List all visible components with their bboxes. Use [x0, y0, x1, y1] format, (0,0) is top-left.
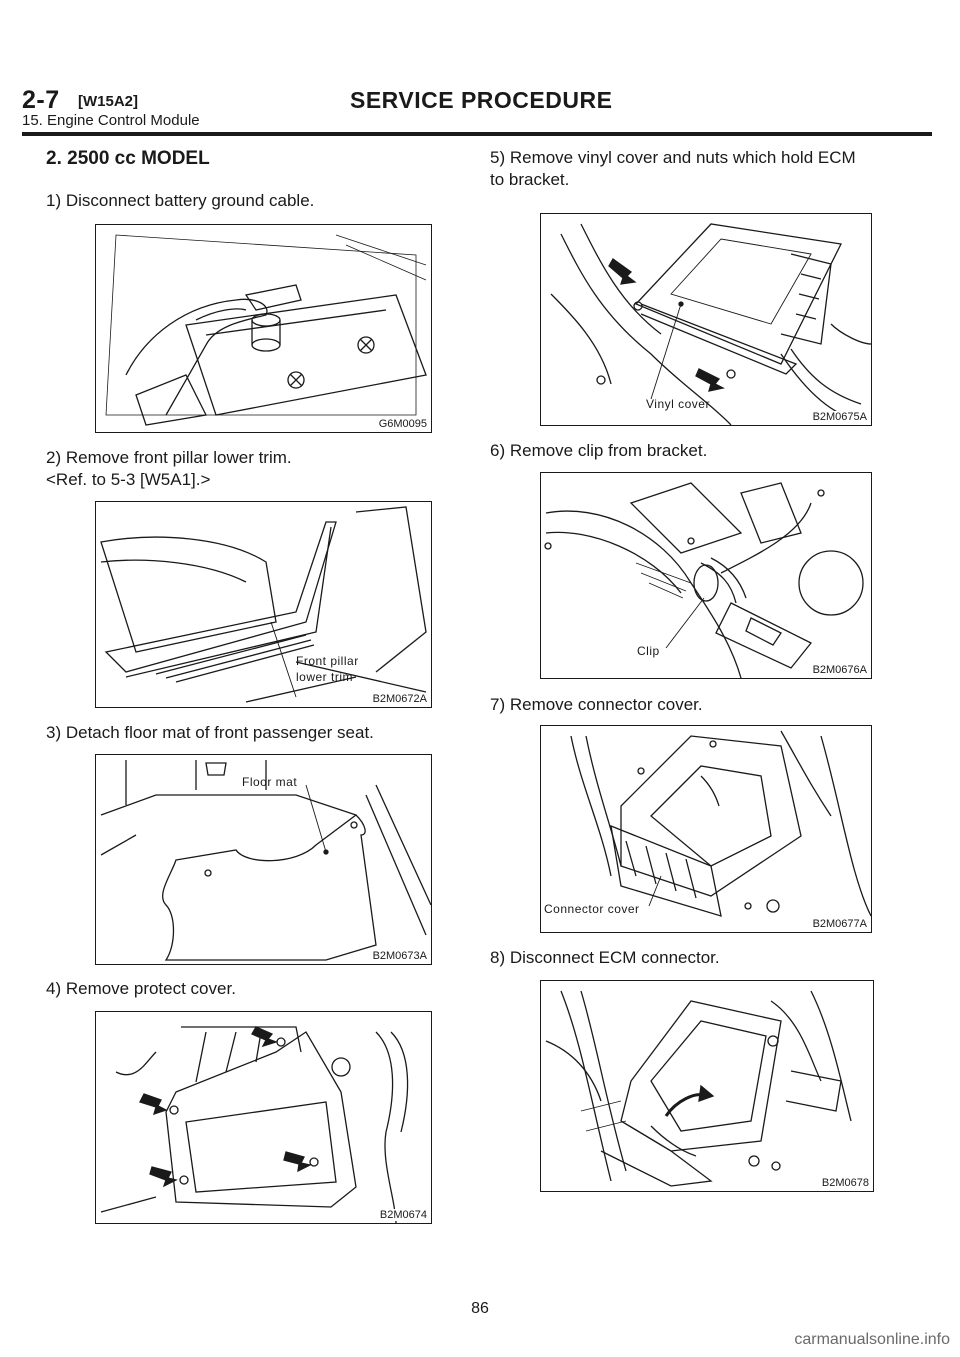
callout-floor-mat: Floor mat [242, 775, 298, 789]
step-5: 5) Remove vinyl cover and nuts which hol… [490, 148, 856, 167]
figure-clip: Clip B2M0676A [540, 472, 872, 679]
callout-connector-cover: Connector cover [544, 902, 640, 916]
callout-clip: Clip [637, 644, 660, 658]
figure-ecm-connector: B2M0678 [540, 980, 874, 1192]
step-6: 6) Remove clip from bracket. [490, 441, 708, 460]
step-3: 3) Detach floor mat of front passenger s… [46, 723, 374, 742]
header-rule [22, 132, 932, 136]
figure-front-pillar-trim: Front pillar lower trim B2M0672A [95, 501, 432, 708]
figure-code: B2M0677A [811, 918, 868, 930]
callout-lower-trim: lower trim [296, 670, 354, 684]
figure-code: B2M0674 [378, 1209, 428, 1221]
callout-vinyl-cover: Vinyl cover [646, 397, 710, 411]
figure-code: G6M0095 [377, 418, 428, 430]
figure-code: B2M0673A [371, 950, 428, 962]
page-number: 86 [471, 1300, 489, 1317]
figure-vinyl-cover: Vinyl cover B2M0675A [540, 213, 872, 426]
step-4: 4) Remove protect cover. [46, 979, 236, 998]
step-7: 7) Remove connector cover. [490, 695, 703, 714]
figure-code: B2M0675A [811, 411, 868, 423]
section-number: 2-7 [22, 86, 60, 114]
section-code: [W15A2] [78, 93, 139, 110]
page-title: SERVICE PROCEDURE [350, 87, 613, 113]
step-2-reference: <Ref. to 5-3 [W5A1].> [46, 470, 211, 489]
figure-code: B2M0678 [820, 1177, 870, 1189]
watermark: carmanualsonline.info [794, 1331, 950, 1348]
figure-battery-cable: G6M0095 [95, 224, 432, 433]
section-heading: 2. 2500 cc MODEL [46, 148, 210, 169]
figure-floor-mat: Floor mat B2M0673A [95, 754, 432, 965]
figure-code: B2M0672A [371, 693, 428, 705]
step-1: 1) Disconnect battery ground cable. [46, 191, 315, 210]
figure-connector-cover: Connector cover B2M0677A [540, 725, 872, 933]
page-subtitle: 15. Engine Control Module [22, 112, 200, 129]
figure-protect-cover: B2M0674 [95, 1011, 432, 1224]
step-8: 8) Disconnect ECM connector. [490, 948, 720, 967]
callout-front-pillar: Front pillar [296, 654, 359, 668]
step-2: 2) Remove front pillar lower trim. [46, 448, 292, 467]
figure-code: B2M0676A [811, 664, 868, 676]
step-5-cont: to bracket. [490, 170, 570, 189]
